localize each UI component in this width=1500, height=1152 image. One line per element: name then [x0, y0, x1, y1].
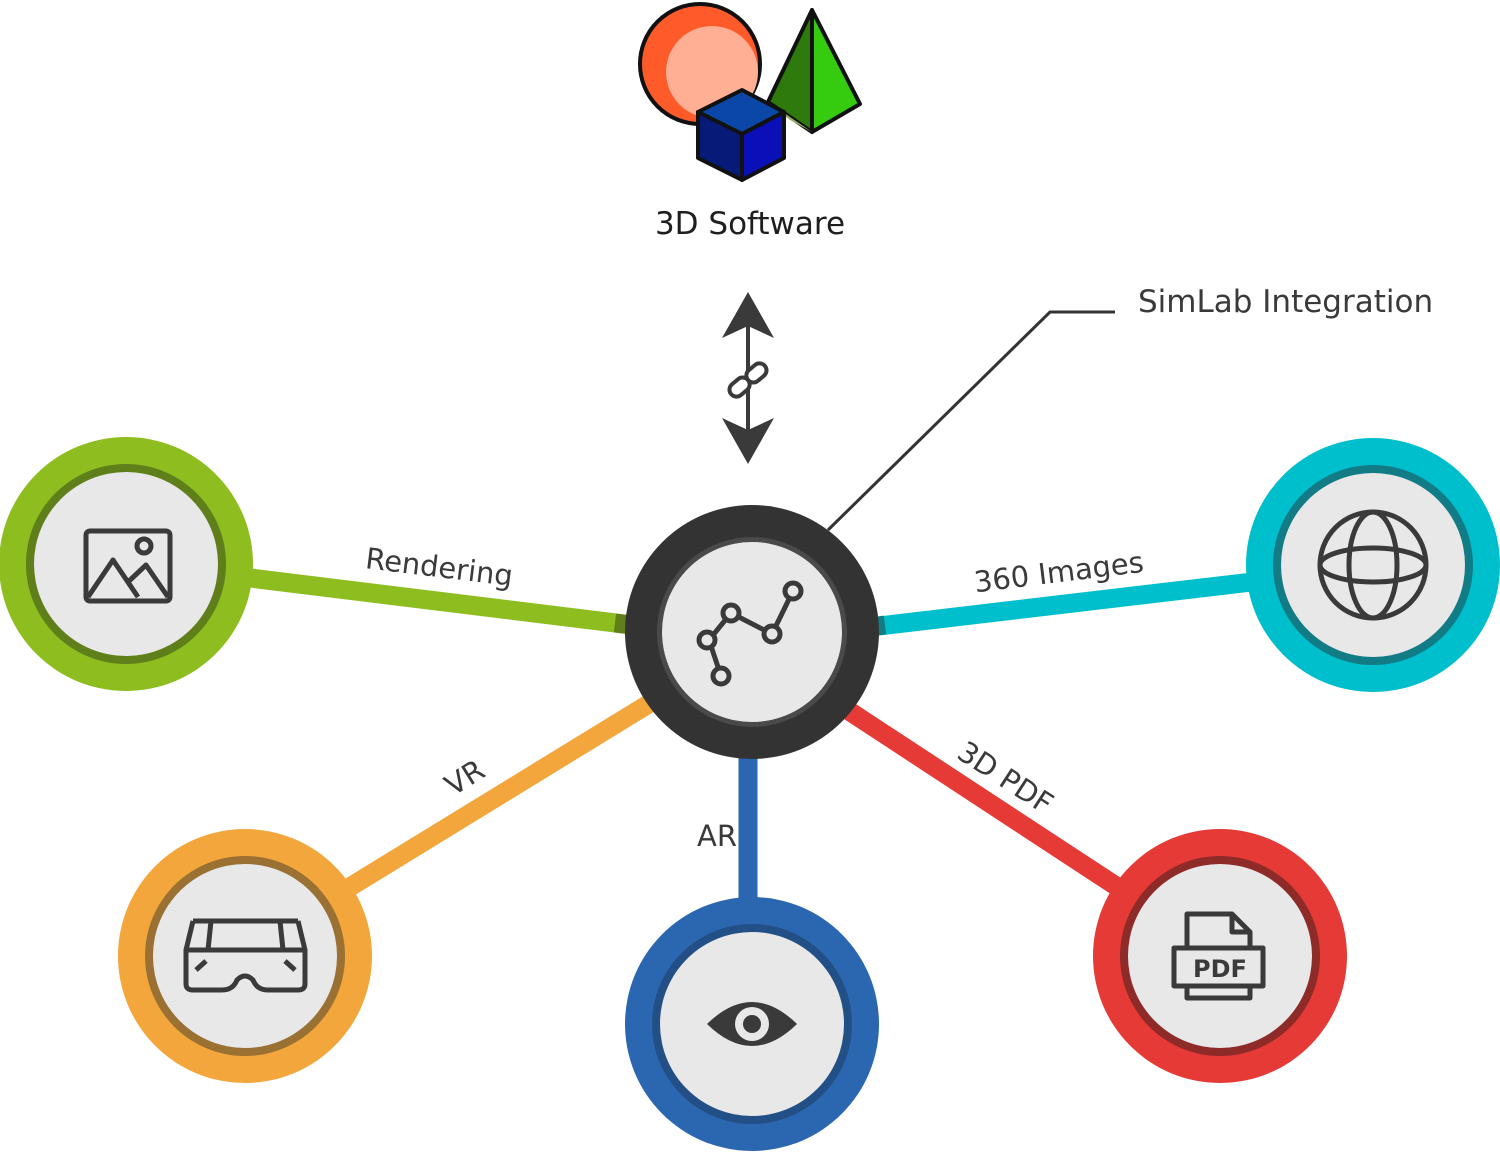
connector-360-images — [860, 572, 1254, 638]
vr-glasses-icon — [183, 918, 308, 993]
connector-vr — [340, 691, 660, 899]
label-rendering: Rendering — [364, 541, 515, 593]
callout-leader-line — [826, 310, 1115, 532]
connector-3d-pdf — [834, 697, 1131, 900]
label-ar: AR — [697, 819, 737, 853]
chain-link-icon — [727, 361, 769, 399]
center-node — [625, 505, 879, 759]
top-node-label: 3D Software — [655, 206, 845, 242]
3d-shapes-icon — [638, 2, 862, 182]
node-rendering — [0, 437, 253, 691]
node-vr — [118, 829, 372, 1083]
node-graph-icon — [696, 580, 804, 687]
pdf-file-icon: PDF — [1171, 911, 1266, 1001]
eye-icon — [707, 1002, 797, 1046]
globe-icon — [1317, 509, 1429, 621]
connector-rendering — [248, 568, 642, 636]
node-ar — [625, 897, 879, 1151]
node-3d-pdf: PDF — [1093, 829, 1347, 1083]
svg-text:PDF: PDF — [1193, 955, 1247, 983]
bidirectional-arrow — [722, 292, 774, 464]
node-360-images — [1246, 438, 1500, 692]
image-icon — [83, 528, 173, 604]
callout-label: SimLab Integration — [1138, 284, 1433, 320]
